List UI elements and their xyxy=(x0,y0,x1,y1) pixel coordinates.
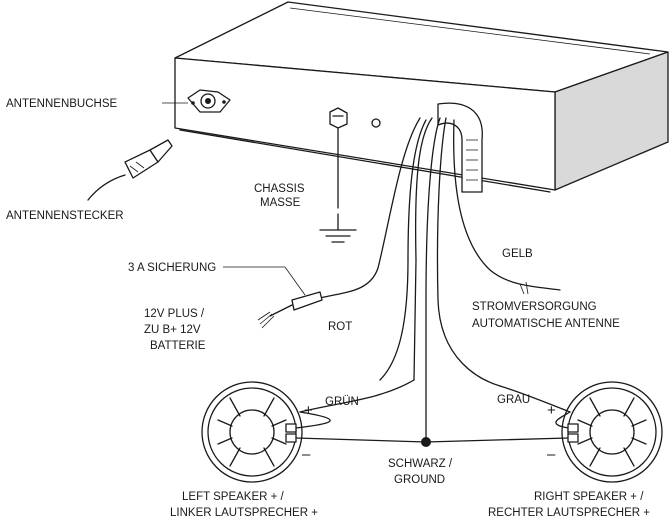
left-plus-sign: + xyxy=(304,402,313,419)
label-rechter-lautsprecher: RECHTER LAUTSPRECHER + xyxy=(488,507,650,519)
label-gelb: GELB xyxy=(502,248,533,260)
label-masse: MASSE xyxy=(260,197,301,209)
chassis-bolt-icon xyxy=(329,107,348,209)
label-rot: ROT xyxy=(328,321,352,333)
label-chassis: CHASSIS xyxy=(254,183,305,195)
fuse-holder-icon xyxy=(257,291,323,329)
right-plus-sign: + xyxy=(547,402,556,419)
wiring-harness xyxy=(299,102,571,441)
label-gruen: GRÜN xyxy=(325,396,359,408)
leader-sicherung xyxy=(223,266,306,296)
label-stromversorgung: STROMVERSORGUNG xyxy=(472,301,597,313)
label-antennenstecker: ANTENNENSTECKER xyxy=(6,210,124,222)
antenna-plug-icon xyxy=(87,139,173,201)
label-zu-b-plus: ZU B+ 12V xyxy=(144,324,201,336)
label-12v-plus: 12V PLUS / xyxy=(144,308,205,320)
label-sicherung: 3 A SICHERUNG xyxy=(128,262,216,274)
label-batterie: BATTERIE xyxy=(150,340,206,352)
right-minus-sign: – xyxy=(547,446,556,463)
left-speaker-icon xyxy=(201,381,303,483)
label-antennenbuchse: ANTENNENBUCHSE xyxy=(6,98,118,110)
label-ground: GROUND xyxy=(394,474,445,486)
right-plus-wire xyxy=(555,411,571,429)
ground-wire xyxy=(295,437,569,443)
right-speaker-icon xyxy=(561,381,663,483)
label-schwarz: SCHWARZ / xyxy=(388,458,453,470)
screw-icon xyxy=(371,118,381,128)
antenna-socket-icon xyxy=(187,89,231,113)
label-automatische-antenne: AUTOMATISCHE ANTENNE xyxy=(472,318,620,330)
left-plus-wire xyxy=(295,411,331,429)
label-linker-lautsprecher: LINKER LAUTSPRECHER + xyxy=(170,507,318,519)
left-minus-sign: – xyxy=(302,446,311,463)
yellow-wire-terminal-icon xyxy=(519,281,529,295)
ground-junction-dot xyxy=(421,437,431,447)
ground-symbol-icon xyxy=(319,213,357,243)
label-right-speaker: RIGHT SPEAKER + / xyxy=(534,491,644,503)
label-grau: GRAU xyxy=(497,394,530,406)
label-left-speaker: LEFT SPEAKER + / xyxy=(182,491,285,503)
radio-unit xyxy=(174,1,669,193)
